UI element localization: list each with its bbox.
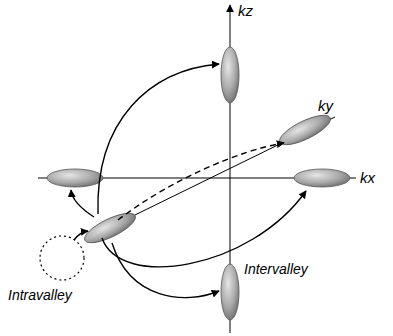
arrow-to-ky <box>118 143 284 220</box>
axis-label: ky <box>318 98 333 115</box>
ky-valley <box>276 110 334 151</box>
process-label: Intervalley <box>244 262 308 277</box>
arrow-to-kx <box>102 191 306 267</box>
axis-label: kz <box>238 3 253 20</box>
intravalley-loop <box>40 236 84 280</box>
process-label: Intravalley <box>8 288 72 303</box>
arrow-to-kz <box>98 64 219 214</box>
kz-valley <box>221 47 239 103</box>
intravalley-arrow <box>74 231 88 240</box>
arrow-to-minus-kz <box>112 243 219 298</box>
axis-label: kx <box>360 170 375 187</box>
kx-valley <box>294 169 350 187</box>
minus-kz-valley <box>221 264 239 320</box>
minus-kx-valley <box>47 169 103 187</box>
arrow-to-minus-kx <box>71 190 94 217</box>
